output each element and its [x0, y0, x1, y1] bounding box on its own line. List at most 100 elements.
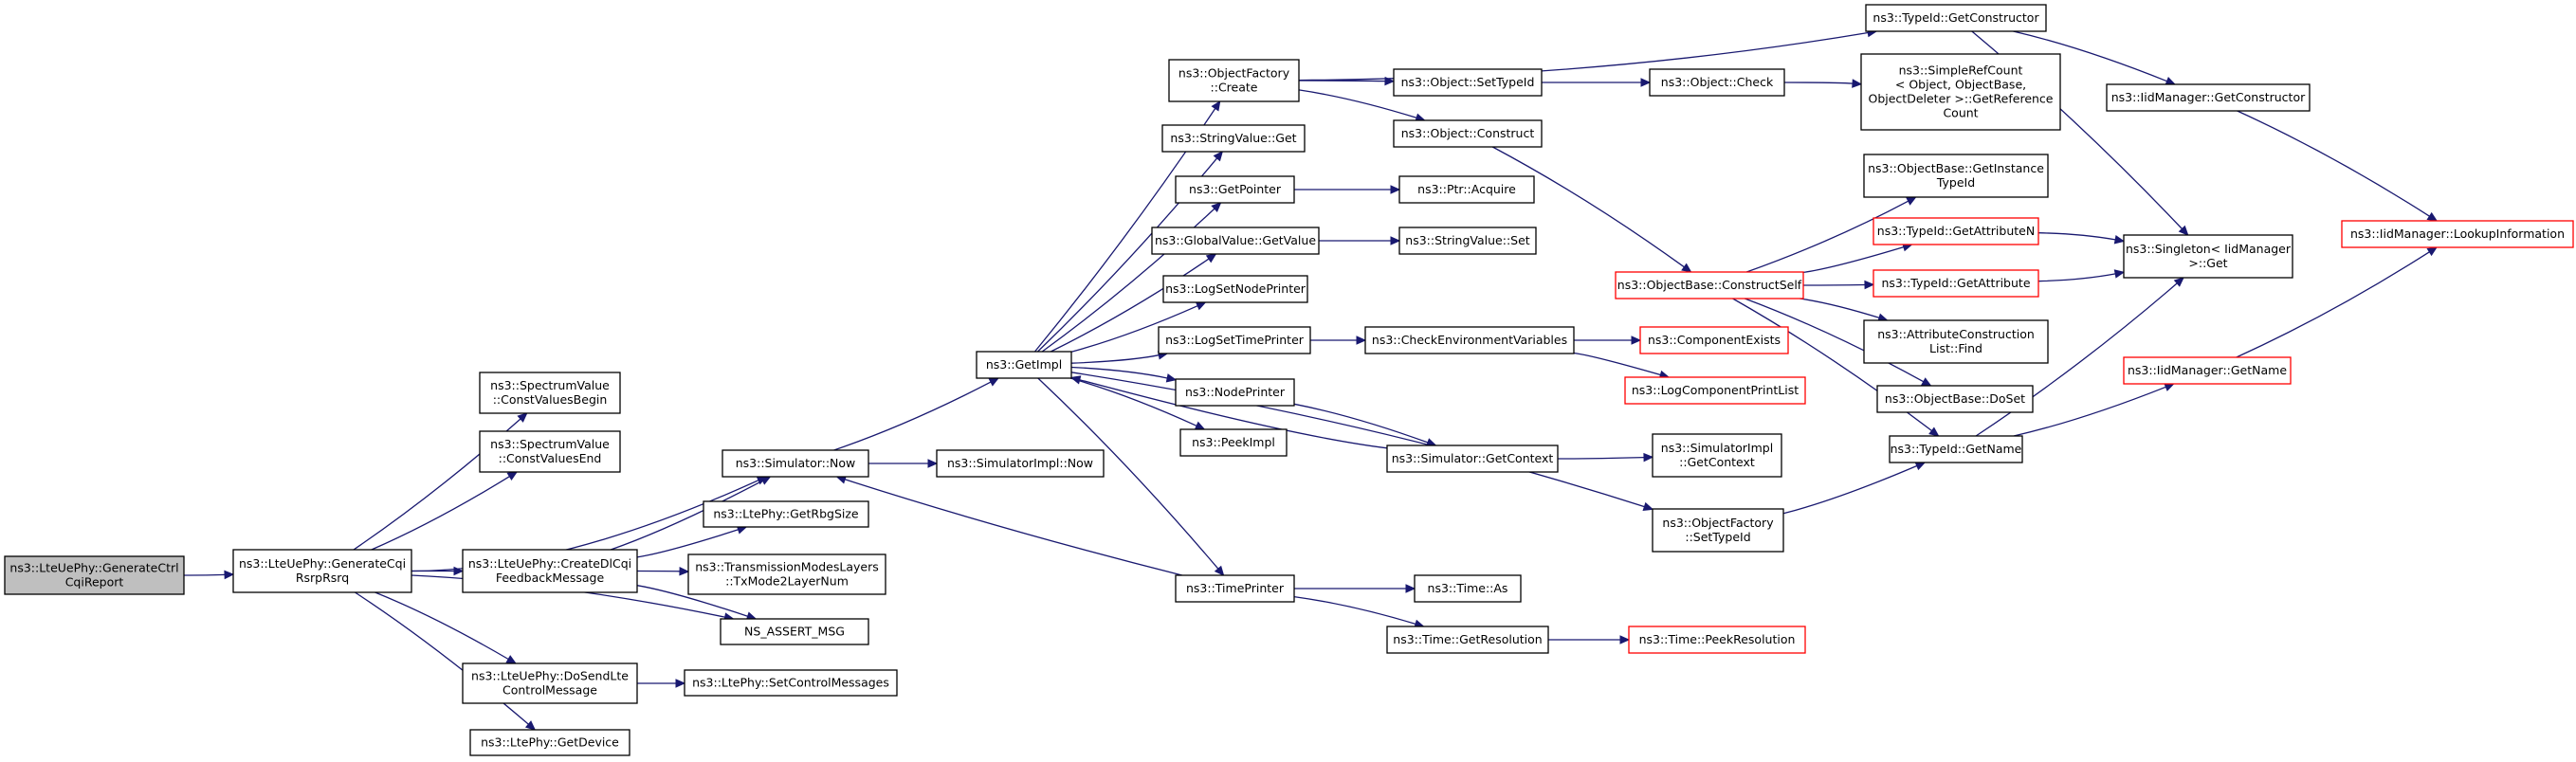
node-box[interactable] [1386, 444, 1559, 473]
node-box[interactable] [2123, 234, 2293, 279]
node-createDl[interactable]: ns3::LteUePhy::CreateDlCqiFeedbackMessag… [462, 549, 638, 593]
node-box[interactable] [2106, 83, 2311, 112]
node-box[interactable] [1398, 175, 1535, 204]
node-box[interactable] [720, 618, 869, 645]
node-timePrinter[interactable]: ns3::TimePrinter [1175, 574, 1295, 603]
node-box[interactable] [976, 351, 1072, 379]
node-compExists[interactable]: ns3::ComponentExists [1639, 326, 1789, 354]
node-logCompPrint[interactable]: ns3::LogComponentPrintList [1624, 376, 1806, 405]
node-box[interactable] [703, 500, 869, 528]
node-box[interactable] [479, 372, 621, 414]
node-strSet[interactable]: ns3::StringValue::Set [1398, 227, 1537, 255]
node-box[interactable] [1889, 435, 2023, 463]
node-ofCreate[interactable]: ns3::ObjectFactory::Create [1168, 59, 1300, 102]
node-box[interactable] [1863, 154, 2049, 198]
node-rbgSize[interactable]: ns3::LtePhy::GetRbgSize [703, 500, 869, 528]
node-tidGetName[interactable]: ns3::TypeId::GetName [1889, 435, 2023, 463]
node-strGet[interactable]: ns3::StringValue::Get [1161, 124, 1306, 153]
node-simImplCtx[interactable]: ns3::SimulatorImpl::GetContext [1652, 433, 1782, 478]
node-txMode[interactable]: ns3::TransmissionModesLayers::TxMode2Lay… [687, 553, 886, 595]
node-logTime[interactable]: ns3::LogSetTimePrinter [1158, 326, 1311, 354]
node-svBegin[interactable]: ns3::SpectrumValue::ConstValuesBegin [479, 372, 621, 414]
node-iidLookup[interactable]: ns3::IidManager::LookupInformation [2341, 220, 2574, 248]
node-objCheck[interactable]: ns3::Object::Check [1649, 68, 1785, 97]
node-peekRes[interactable]: ns3::Time::PeekResolution [1628, 626, 1806, 654]
node-box[interactable] [1414, 574, 1522, 603]
node-box[interactable] [1865, 4, 2047, 32]
node-svEnd[interactable]: ns3::SpectrumValue::ConstValuesEnd [479, 430, 621, 473]
node-box[interactable] [1175, 175, 1295, 204]
node-box[interactable] [1386, 626, 1549, 654]
node-simGetCtx[interactable]: ns3::Simulator::GetContext [1386, 444, 1559, 473]
node-box[interactable] [1876, 385, 2034, 413]
node-box[interactable] [4, 555, 185, 595]
node-box[interactable] [1639, 326, 1789, 354]
node-tidAttr[interactable]: ns3::TypeId::GetAttribute [1873, 269, 2039, 298]
node-checkEnv[interactable]: ns3::CheckEnvironmentVariables [1364, 326, 1575, 354]
node-box[interactable] [1364, 326, 1575, 354]
node-box[interactable] [1398, 227, 1537, 255]
node-box[interactable] [462, 549, 638, 593]
node-logNode[interactable]: ns3::LogSetNodePrinter [1162, 275, 1308, 303]
node-gvGet[interactable]: ns3::GlobalValue::GetValue [1151, 227, 1320, 255]
node-box[interactable] [687, 553, 886, 595]
node-box[interactable] [469, 729, 630, 756]
node-box[interactable] [1860, 53, 2061, 131]
node-getImpl[interactable]: ns3::GetImpl [976, 351, 1072, 379]
node-box[interactable] [1175, 378, 1295, 407]
node-box[interactable] [479, 430, 621, 473]
node-box[interactable] [1393, 119, 1543, 148]
node-box[interactable] [1873, 217, 2039, 245]
node-objConstruct[interactable]: ns3::Object::Construct [1393, 119, 1543, 148]
node-nodePrinter[interactable]: ns3::NodePrinter [1175, 378, 1295, 407]
node-simNow[interactable]: ns3::Simulator::Now [722, 449, 869, 478]
node-box[interactable] [1873, 269, 2039, 298]
node-box[interactable] [2341, 220, 2574, 248]
node-box[interactable] [232, 549, 412, 593]
node-box[interactable] [1624, 376, 1806, 405]
node-ptrAcquire[interactable]: ns3::Ptr::Acquire [1398, 175, 1535, 204]
node-box[interactable] [1175, 574, 1295, 603]
node-box[interactable] [936, 449, 1105, 478]
node-singleton[interactable]: ns3::Singleton< IidManager>::Get [2123, 234, 2293, 279]
node-box[interactable] [1652, 508, 1784, 553]
node-ofSetTypeId[interactable]: ns3::ObjectFactory::SetTypeId [1652, 508, 1784, 553]
node-timeRes[interactable]: ns3::Time::GetResolution [1386, 626, 1549, 654]
node-constructSelf[interactable]: ns3::ObjectBase::ConstructSelf [1615, 271, 1804, 299]
node-box[interactable] [1652, 433, 1782, 478]
node-getDevice[interactable]: ns3::LtePhy::GetDevice [469, 729, 630, 756]
node-box[interactable] [2123, 356, 2292, 385]
node-tidAttrN[interactable]: ns3::TypeId::GetAttributeN [1873, 217, 2039, 245]
node-simImplNow[interactable]: ns3::SimulatorImpl::Now [936, 449, 1105, 478]
node-timeAs[interactable]: ns3::Time::As [1414, 574, 1522, 603]
node-box[interactable] [1151, 227, 1320, 255]
node-box[interactable] [1393, 68, 1543, 97]
node-getPointer[interactable]: ns3::GetPointer [1175, 175, 1295, 204]
node-box[interactable] [1615, 271, 1804, 299]
node-box[interactable] [1863, 319, 2049, 364]
node-assertMsg[interactable]: NS_ASSERT_MSG [720, 618, 869, 645]
node-iidGetName[interactable]: ns3::IidManager::GetName [2123, 356, 2292, 385]
node-box[interactable] [1179, 428, 1288, 457]
node-box[interactable] [722, 449, 869, 478]
node-box[interactable] [1162, 275, 1308, 303]
node-box[interactable] [1161, 124, 1306, 153]
node-box[interactable] [1649, 68, 1785, 97]
node-box[interactable] [1168, 59, 1300, 102]
node-setCtrl[interactable]: ns3::LtePhy::SetControlMessages [684, 669, 898, 697]
node-simpleRef[interactable]: ns3::SimpleRefCount< Object, ObjectBase,… [1860, 53, 2061, 131]
node-peekImpl[interactable]: ns3::PeekImpl [1179, 428, 1288, 457]
node-box[interactable] [1158, 326, 1311, 354]
node-iidGetCtor[interactable]: ns3::IidManager::GetConstructor [2106, 83, 2311, 112]
node-box[interactable] [684, 669, 898, 697]
node-obDoSet[interactable]: ns3::ObjectBase::DoSet [1876, 385, 2034, 413]
node-tidGetCtor[interactable]: ns3::TypeId::GetConstructor [1865, 4, 2047, 32]
node-setTypeId[interactable]: ns3::Object::SetTypeId [1393, 68, 1543, 97]
node-box[interactable] [1628, 626, 1806, 654]
node-box[interactable] [462, 662, 638, 704]
